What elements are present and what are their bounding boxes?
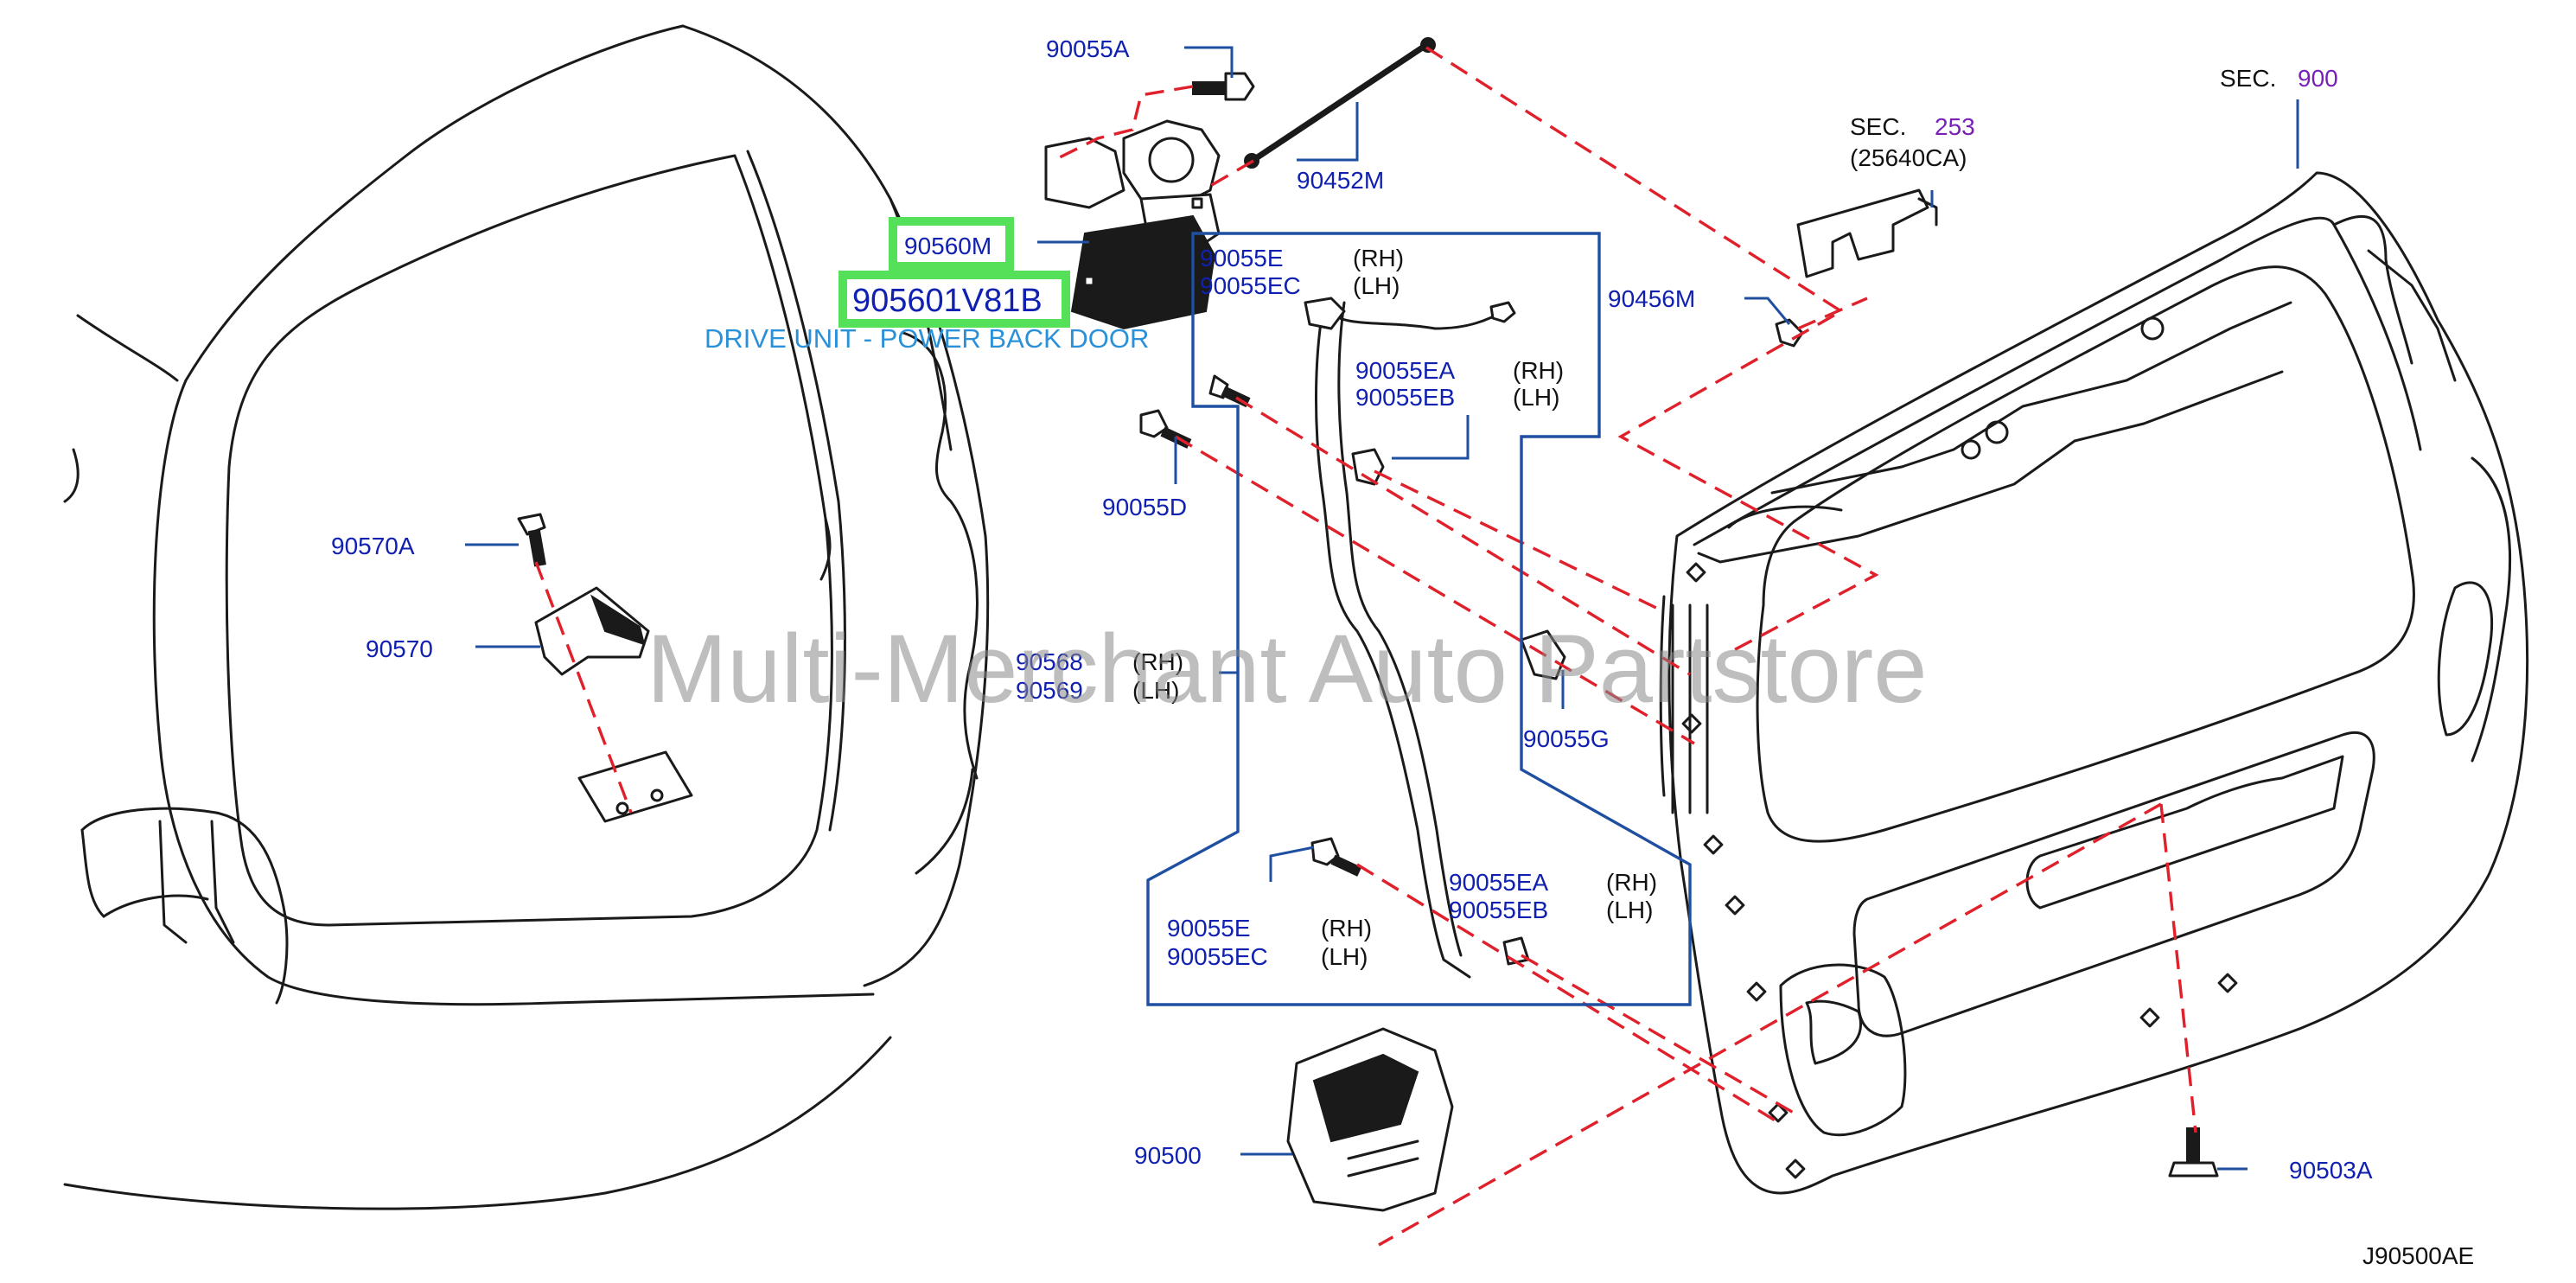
label-90055a[interactable]: 90055A xyxy=(1046,35,1130,62)
label-90055ec-bottom[interactable]: 90055EC xyxy=(1167,943,1268,970)
label-90055eb-bottom[interactable]: 90055EB xyxy=(1449,897,1548,923)
label-90570[interactable]: 90570 xyxy=(366,635,433,662)
label-sec900-number[interactable]: 900 xyxy=(2298,65,2338,92)
label-rh-g2: (RH) xyxy=(1513,357,1564,384)
label-90055eb-top[interactable]: 90055EB xyxy=(1355,384,1455,411)
harness-group-outline xyxy=(1146,232,1692,1006)
label-rh-g1: (RH) xyxy=(1353,245,1404,271)
label-905601v81b[interactable]: 905601V81B xyxy=(852,283,1043,319)
label-sec253-number[interactable]: 253 xyxy=(1935,113,1975,140)
drive-unit-description: DRIVE UNIT - POWER BACK DOOR xyxy=(705,323,1149,354)
label-rh-g4: (RH) xyxy=(1321,915,1372,942)
label-rh-g3: (RH) xyxy=(1606,869,1657,896)
label-90055ec-top[interactable]: 90055EC xyxy=(1200,272,1301,299)
latch-90500-drawing xyxy=(1286,1027,1454,1212)
assembly-dashed-lines xyxy=(534,46,2197,1247)
label-lh-g1: (LH) xyxy=(1353,272,1400,299)
label-90055ea-bottom[interactable]: 90055EA xyxy=(1449,869,1549,896)
label-sec253-sub: (25640CA) xyxy=(1850,144,1967,171)
label-lh-g4: (LH) xyxy=(1321,943,1368,970)
label-90055e-top[interactable]: 90055E xyxy=(1200,245,1284,271)
label-90452m[interactable]: 90452M xyxy=(1297,167,1384,194)
label-90569[interactable]: 90569 xyxy=(1016,677,1083,704)
label-lh-g3: (LH) xyxy=(1606,897,1653,923)
label-90568[interactable]: 90568 xyxy=(1016,648,1083,675)
leader-lines xyxy=(465,46,2299,1171)
strut-90452m-drawing xyxy=(1244,37,1436,169)
label-90500[interactable]: 90500 xyxy=(1134,1142,1202,1169)
label-rh-90568: (RH) xyxy=(1132,648,1183,675)
label-lh-90569: (LH) xyxy=(1132,677,1179,704)
label-90055ea-top[interactable]: 90055EA xyxy=(1355,357,1456,384)
diagram-code: J90500AE xyxy=(2362,1242,2474,1269)
label-sec253-prefix: SEC. xyxy=(1850,113,1906,140)
watermark: Multi-Merchant Auto Partstore xyxy=(647,615,1927,723)
highlight-box-905601v81b xyxy=(838,271,1070,328)
bracket-sec253-drawing xyxy=(1796,188,1938,278)
label-90055g[interactable]: 90055G xyxy=(1523,725,1610,752)
harness-90568-drawing xyxy=(1304,297,1516,979)
label-lh-g2: (LH) xyxy=(1513,384,1559,411)
highlight-box-90560m xyxy=(889,217,1014,271)
label-sec900-prefix: SEC. xyxy=(2220,65,2276,92)
label-90456m[interactable]: 90456M xyxy=(1608,285,1695,312)
label-90503a[interactable]: 90503A xyxy=(2289,1157,2373,1184)
label-90055e-bottom[interactable]: 90055E xyxy=(1167,915,1251,942)
back-door-panel-drawing xyxy=(1659,171,2529,1195)
label-90560m[interactable]: 90560M xyxy=(904,233,992,259)
striker-90570-drawing xyxy=(534,586,693,823)
label-90570a[interactable]: 90570A xyxy=(331,533,415,559)
bolt-90055a-drawing xyxy=(1192,72,1255,101)
label-90055d[interactable]: 90055D xyxy=(1102,494,1187,520)
